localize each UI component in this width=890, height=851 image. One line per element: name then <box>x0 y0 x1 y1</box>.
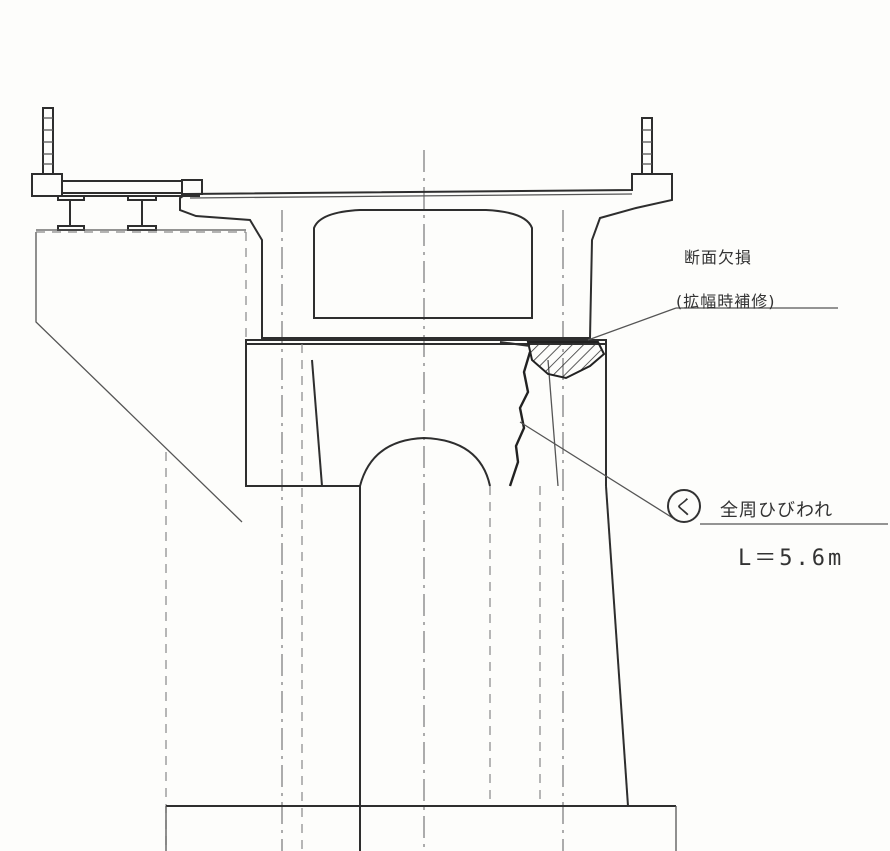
crack-line <box>508 351 532 487</box>
section-loss-edge <box>499 341 531 347</box>
pier-shaft-right <box>605 485 629 807</box>
section-loss-hatch <box>526 341 606 380</box>
crack-length-label: L＝5.6m <box>738 546 845 571</box>
section-loss-note: (拡幅時補修) <box>676 292 776 311</box>
existing-deck-slab <box>179 173 673 339</box>
left-railing-post <box>42 107 54 175</box>
section-loss-label: 断面欠損 <box>684 248 753 267</box>
pier-shaft-inner-left <box>311 359 323 487</box>
pier-shaft-inner-right <box>547 359 559 487</box>
crack-label: 全周ひびわれ <box>720 500 834 521</box>
crack-leader <box>519 421 677 521</box>
left-widened-pier-outline <box>35 232 243 523</box>
left-widened-deck <box>31 173 246 231</box>
pier-cap-top <box>245 339 607 345</box>
crack-symbol-icon: く <box>667 489 701 523</box>
deck-top-line <box>189 193 633 199</box>
right-railing-post <box>641 117 653 175</box>
deck-void <box>313 209 533 319</box>
footing-outline <box>165 805 677 851</box>
pier-cap-left-block <box>245 344 491 487</box>
section-loss-leader <box>587 307 677 341</box>
